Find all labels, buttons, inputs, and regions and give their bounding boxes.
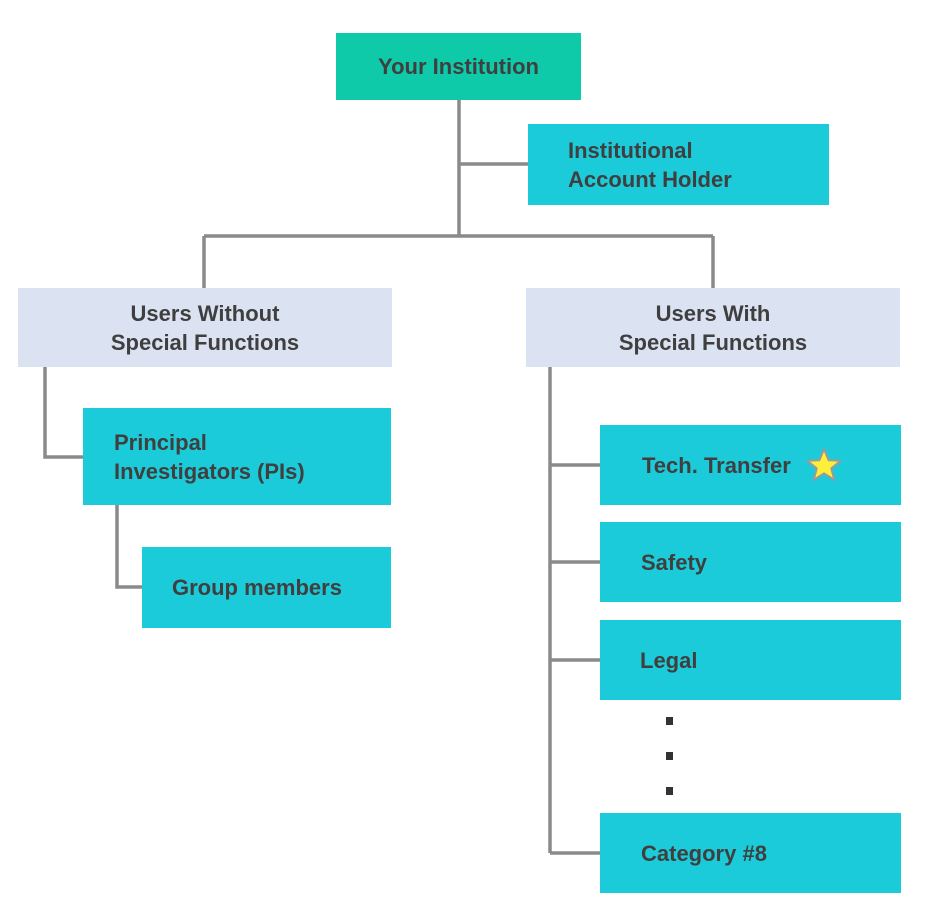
node-label: Legal <box>640 647 698 673</box>
node-safety: Safety <box>600 522 901 602</box>
node-legal: Legal <box>600 620 901 700</box>
node-group-members: Group members <box>142 547 391 628</box>
star-icon <box>805 447 843 483</box>
ellipsis-dot <box>666 787 673 795</box>
connector-without-to-pis <box>43 366 83 459</box>
node-label: Institutional Account Holder <box>568 137 732 192</box>
node-label: Principal Investigators (PIs) <box>114 429 305 484</box>
node-label: Safety <box>641 549 708 575</box>
node-users-without-special-functions: Users Without Special Functions <box>18 288 392 367</box>
ellipsis-dot <box>666 717 673 725</box>
node-principal-investigators: Principal Investigators (PIs) <box>83 408 391 505</box>
node-label: Users With Special Functions <box>618 300 808 355</box>
node-label: Group members <box>172 575 342 600</box>
node-tech-transfer: Tech. Transfer <box>600 425 901 505</box>
node-label: Tech. Transfer <box>642 452 791 478</box>
node-category-8: Category #8 <box>600 813 901 893</box>
node-institutional-account-holder: Institutional Account Holder <box>528 124 829 205</box>
node-users-with-special-functions: Users With Special Functions <box>526 288 900 367</box>
node-label: Category #8 <box>641 840 767 866</box>
node-label: Users Without Special Functions <box>110 300 300 355</box>
node-your-institution: Your Institution <box>336 33 581 100</box>
ellipsis-dot <box>666 752 673 760</box>
node-label: Your Institution <box>378 54 539 79</box>
connector-pis-to-members <box>115 504 142 589</box>
